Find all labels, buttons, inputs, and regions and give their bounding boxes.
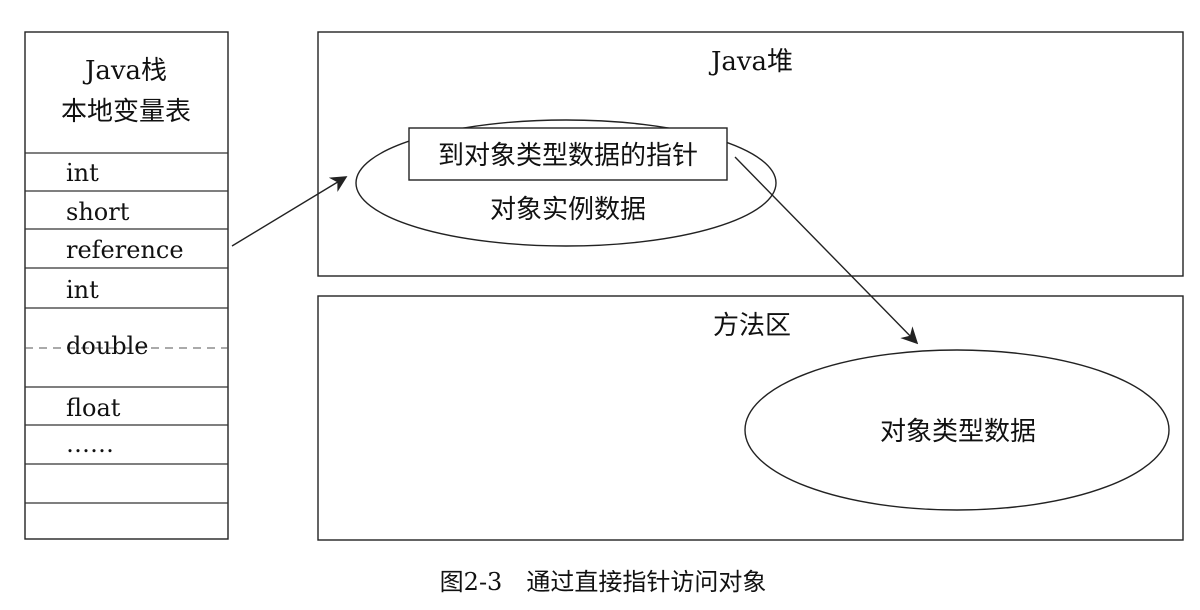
pointer-to-type-data-arrow (734, 156, 919, 345)
reference-to-object-arrow (231, 176, 348, 247)
stack-row-short: short (66, 198, 130, 226)
type-pointer-label: 到对象类型数据的指针 (438, 141, 698, 171)
type-pointer-box (408, 127, 728, 181)
java-heap-title: Java堆 (708, 47, 793, 77)
stack-row-float: float (66, 394, 121, 422)
stack-row-reference: reference (66, 236, 184, 264)
local-variable-table-title: 本地变量表 (61, 97, 191, 127)
stack-row-int-second: int (66, 276, 99, 304)
stack-row-ellipsis: …… (66, 430, 114, 458)
method-area-title: 方法区 (713, 311, 791, 341)
object-type-data-label: 对象类型数据 (880, 417, 1036, 447)
java-heap: Java堆 到对象类型数据的指针 对象实例数据 (317, 31, 1184, 277)
java-stack: Java栈 本地变量表 int short reference int doub… (24, 31, 229, 540)
java-stack-box (24, 31, 229, 540)
java-stack-title: Java栈 (82, 56, 167, 86)
method-area: 方法区 对象类型数据 (317, 295, 1184, 541)
stack-row-double: double (66, 332, 149, 360)
object-instance-data-label: 对象实例数据 (490, 195, 646, 225)
stack-row-int-first: int (66, 159, 99, 187)
object-type-data-ellipse (744, 349, 1170, 511)
figure-caption: 图2-3 通过直接指针访问对象 (440, 568, 767, 596)
